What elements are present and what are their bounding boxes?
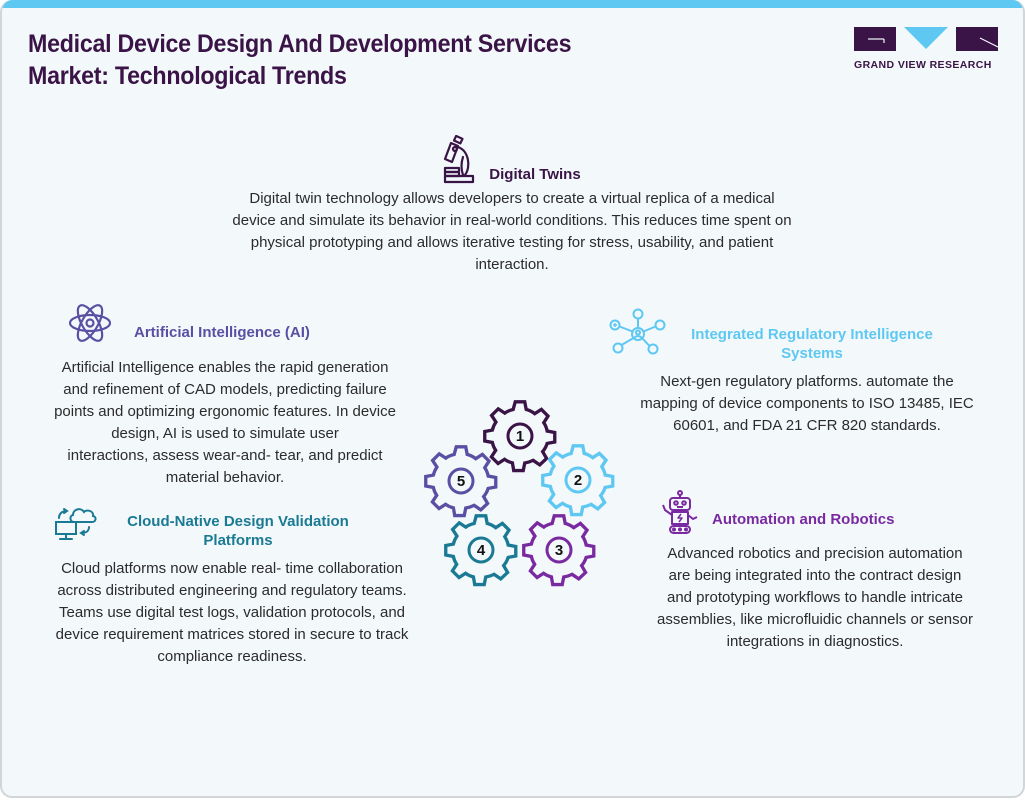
gvr-logo-mark [854,27,999,51]
gear-4: 4 [441,510,521,590]
regulatory-description: Next-gen regulatory platforms. automate … [640,373,974,434]
gear-1-number: 1 [515,427,525,445]
ai-header: Artificial Intelligence (AI) [40,300,410,351]
gear-3: 3 [519,510,599,590]
microscope-icon [443,134,477,192]
cloud-description: Cloud platforms now enable real- time co… [55,560,409,665]
section-regulatory-intelligence: Integrated Regulatory Intelligence Syste… [607,308,1007,437]
digital-twins-description: Digital twin technology allows developer… [232,190,792,273]
section-digital-twins: Digital Twins Digital twin technology al… [182,134,842,276]
cloud-header: Cloud-Native Design Validation Platforms [32,500,432,550]
gear-5-number: 5 [456,472,466,490]
regulatory-header: Integrated Regulatory Intelligence Syste… [607,308,1007,363]
robotics-description: Advanced robotics and precision automati… [657,545,973,650]
section-automation-robotics: Automation and Robotics Advanced robotic… [630,490,1000,653]
robot-icon [660,490,700,541]
cloud-computer-icon [54,502,100,549]
title-line-2: Market: Technological Trends [28,62,347,90]
atom-icon [68,300,112,351]
gear-1: 1 [480,396,560,476]
network-icon [607,308,667,363]
gear-2: 2 [538,440,618,520]
title-line-1: Medical Device Design And Development Se… [28,30,572,58]
ai-description: Artificial Intelligence enables the rapi… [54,359,396,486]
grand-view-research-logo: GRAND VIEW RESEARCH [854,27,999,71]
logo-text: GRAND VIEW RESEARCH [854,59,992,71]
section-cloud-validation: Cloud-Native Design Validation Platforms… [32,500,432,668]
gear-2-number: 2 [573,471,583,489]
regulatory-title: Integrated Regulatory Intelligence Syste… [691,325,933,362]
gear-3-number: 3 [554,541,564,559]
section-ai: Artificial Intelligence (AI) Artificial … [40,300,410,489]
robotics-title: Automation and Robotics [712,511,895,528]
digital-twins-header: Digital Twins [182,134,842,192]
page-title: Medical Device Design And Development Se… [28,28,698,92]
robotics-header: Automation and Robotics [630,490,1000,541]
gear-4-number: 4 [476,541,486,559]
gear-5: 5 [421,441,501,521]
cloud-title: Cloud-Native Design Validation Platforms [127,513,349,549]
digital-twins-title: Digital Twins [489,166,581,183]
ai-title: Artificial Intelligence (AI) [134,324,310,341]
top-accent-bar [2,0,1023,8]
